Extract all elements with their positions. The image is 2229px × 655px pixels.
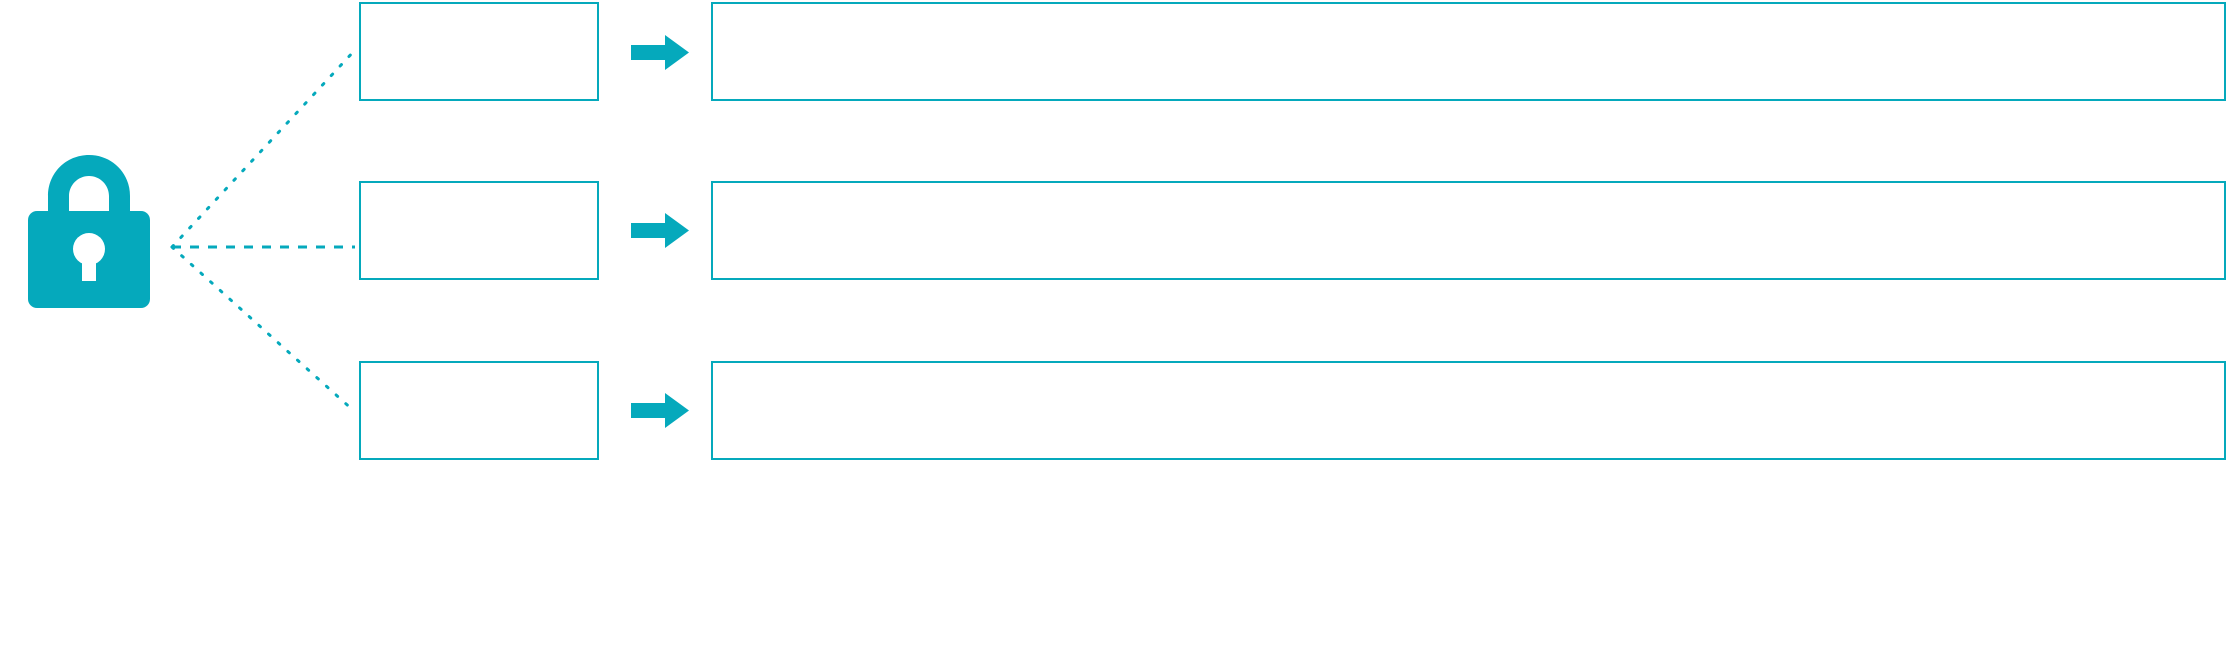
right-box-row-1[interactable] bbox=[711, 2, 2226, 101]
right-box-row-2[interactable] bbox=[711, 181, 2226, 280]
arrow-right-icon-row-3 bbox=[631, 393, 689, 428]
lock-icon bbox=[28, 155, 150, 308]
right-box-row-3[interactable] bbox=[711, 361, 2226, 460]
connector-line-row-3 bbox=[170, 245, 357, 414]
left-box-row-3[interactable] bbox=[359, 361, 599, 460]
lock-icon-container bbox=[28, 155, 150, 308]
arrow-right-icon-row-1 bbox=[631, 35, 689, 70]
left-box-row-1[interactable] bbox=[359, 2, 599, 101]
connector-line-row-1 bbox=[170, 48, 357, 249]
arrow-right-icon-row-2 bbox=[631, 213, 689, 248]
left-box-row-2[interactable] bbox=[359, 181, 599, 280]
